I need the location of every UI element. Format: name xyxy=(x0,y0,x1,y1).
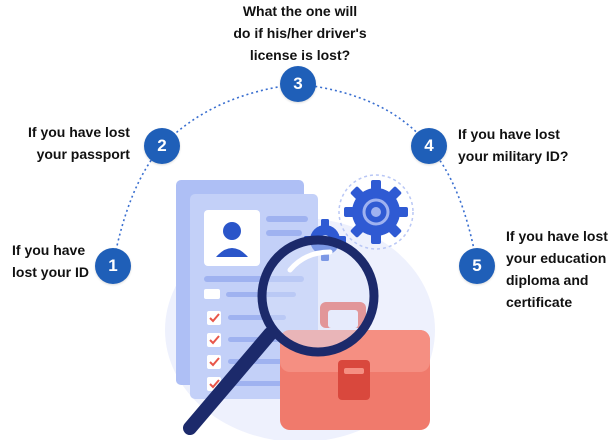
label-line: If you have lost xyxy=(28,124,130,140)
label-line: your passport xyxy=(36,146,130,162)
label-line: If you have lost xyxy=(506,228,608,244)
step-4-label: If you have lost your military ID? xyxy=(458,123,568,167)
label-line: What the one will xyxy=(242,3,358,19)
step-number: 1 xyxy=(108,256,118,275)
documents-illustration xyxy=(165,174,435,440)
step-4-marker[interactable]: 4 xyxy=(411,128,447,164)
step-1-label: If you have lost your ID xyxy=(12,239,89,283)
step-5-label: If you have lost your education diploma … xyxy=(506,225,608,313)
step-number: 2 xyxy=(157,136,167,155)
label-line: your military ID? xyxy=(458,148,569,164)
label-line: your education xyxy=(506,250,607,266)
label-line: certificate xyxy=(506,294,573,310)
step-2-marker[interactable]: 2 xyxy=(144,128,180,164)
step-3-marker[interactable]: 3 xyxy=(280,66,316,102)
step-3-label: What the one will do if his/her driver's… xyxy=(225,0,375,66)
label-line: If you have lost xyxy=(458,126,560,142)
step-2-label: If you have lost your passport xyxy=(28,121,130,165)
step-number: 5 xyxy=(472,256,482,275)
label-line: license is lost? xyxy=(249,47,351,63)
label-line: diploma and xyxy=(506,272,589,288)
label-line: lost your ID xyxy=(12,264,90,280)
step-1-marker[interactable]: 1 xyxy=(95,248,131,284)
magnifier-icon xyxy=(183,235,379,435)
label-line: do if his/her driver's xyxy=(233,25,367,41)
step-number: 4 xyxy=(424,136,434,155)
step-5-marker[interactable]: 5 xyxy=(459,248,495,284)
step-number: 3 xyxy=(293,74,303,93)
label-line: If you have xyxy=(12,242,86,258)
